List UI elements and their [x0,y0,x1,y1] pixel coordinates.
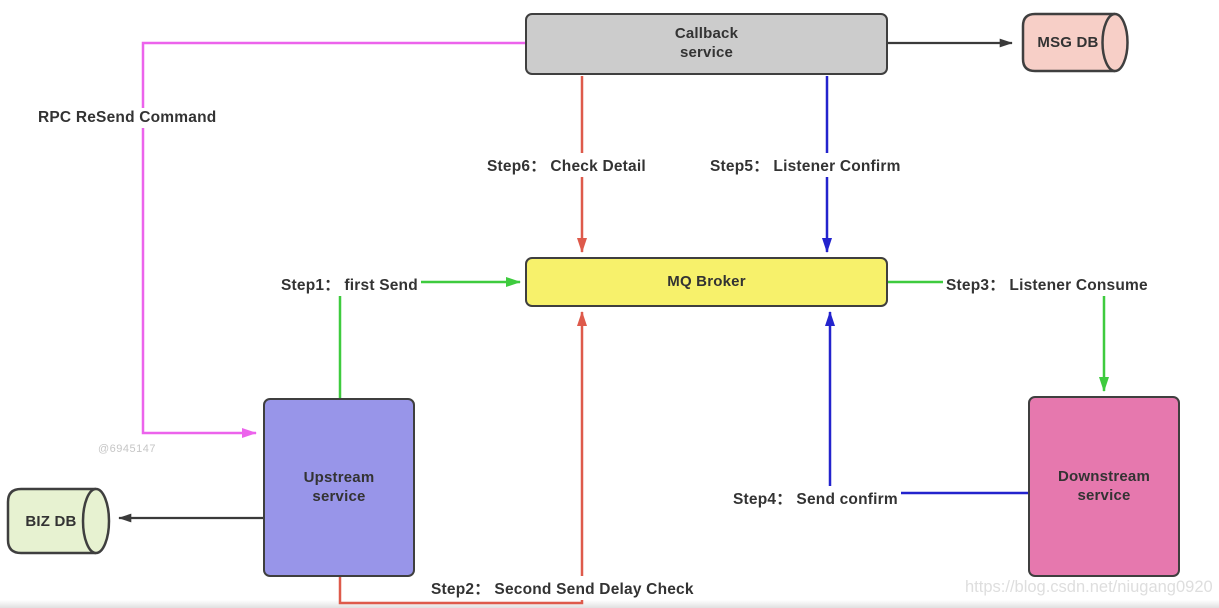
edge-step3-listener-consume [888,280,1109,393]
node-upstream-service: Upstream service [263,398,415,577]
cylinder-shape-icon [1021,12,1129,73]
biz-db-label: BIZ DB [25,512,77,530]
edge-step2-second-send-delay-check [338,310,587,605]
downstream-service-label: Downstream service [1057,467,1151,504]
watermark-blog-url: https://blog.csdn.net/niugang0920 [965,578,1213,596]
label-step6-check-detail: Step6： Check Detail [484,153,649,177]
edge-step1-first-send [338,277,522,398]
label-step2-second-send-delay-check: Step2： Second Send Delay Check [428,576,697,600]
node-msg-db: MSG DB [1020,12,1130,73]
label-step3-listener-consume: Step3： Listener Consume [943,272,1151,296]
node-biz-db: BIZ DB [5,487,112,555]
mq-broker-label: MQ Broker [667,272,746,290]
node-callback-service: Callback service [525,13,888,75]
callback-service-label: Callback service [674,25,739,61]
cylinder-shape-icon [6,487,111,555]
node-mq-broker: MQ Broker [525,257,888,307]
label-step5-listener-confirm: Step5： Listener Confirm [707,153,904,177]
label-step4-send-confirm: Step4： Send confirm [730,486,901,510]
watermark-user-id: @6945147 [98,443,156,455]
msg-db-label: MSG DB [1037,34,1099,51]
bottom-edge-shade [0,600,1219,608]
label-step1-first-send: Step1： first Send [278,272,421,296]
edge-rpc-resend-command [141,41,525,438]
label-rpc-resend-command: RPC ReSend Command [35,108,220,128]
edge-step4-send-confirm [825,310,1028,495]
node-downstream-service: Downstream service [1028,396,1180,577]
upstream-service-label: Upstream service [303,468,375,505]
